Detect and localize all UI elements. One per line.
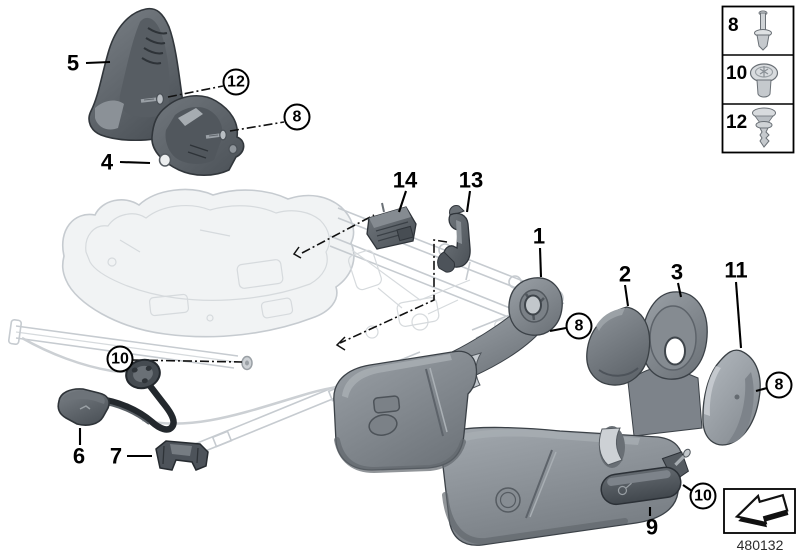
callout-7[interactable]: 7 — [110, 444, 122, 469]
callout-2[interactable]: 2 — [619, 262, 631, 287]
part-1-pivot-hole — [524, 294, 542, 316]
part-4-screw — [205, 129, 227, 141]
leader-2 — [623, 284, 630, 307]
svg-text:13: 13 — [459, 168, 483, 193]
svg-text:3: 3 — [671, 260, 683, 285]
part-11-lever-cover — [702, 349, 761, 446]
leader-8-part11 — [755, 386, 768, 393]
leader-part-13-mount — [335, 239, 448, 351]
callout-1[interactable]: 1 — [533, 224, 545, 249]
callout-circled-10-right[interactable]: 10 — [689, 482, 717, 510]
svg-text:8: 8 — [293, 109, 302, 126]
part-13-bracket — [437, 205, 471, 273]
svg-text:5: 5 — [67, 51, 79, 76]
frame-pivot-bolt — [241, 355, 253, 371]
part-6-handle-assembly — [57, 358, 177, 433]
callout-6[interactable]: 6 — [73, 444, 85, 469]
svg-text:8: 8 — [775, 377, 784, 394]
callout-circled-12[interactable]: 12 — [222, 68, 250, 96]
svg-text:10: 10 — [726, 63, 747, 84]
leader-13 — [465, 190, 472, 213]
svg-text:2: 2 — [619, 262, 631, 287]
callout-13[interactable]: 13 — [459, 168, 483, 193]
svg-text:6: 6 — [73, 444, 85, 469]
part-3-lever-hole — [664, 336, 686, 366]
leader-8-part1 — [549, 326, 567, 333]
callout-3[interactable]: 3 — [671, 260, 683, 285]
part-1-side-trim — [333, 277, 563, 474]
part-5-screw — [140, 93, 165, 105]
part-3-side-trim — [441, 291, 708, 546]
callout-circled-8-right[interactable]: 8 — [765, 371, 793, 399]
svg-text:1: 1 — [533, 224, 545, 249]
svg-text:8: 8 — [728, 15, 739, 36]
leader-3 — [676, 282, 683, 298]
direction-arrow-icon — [734, 493, 789, 528]
fastener-legend: 8 10 12 — [721, 5, 795, 154]
part-7-clip — [155, 440, 209, 471]
callout-14[interactable]: 14 — [393, 168, 418, 193]
leader-8-circled-top — [229, 121, 285, 132]
part-4-bracket-cover — [151, 94, 245, 177]
callout-5[interactable]: 5 — [67, 51, 79, 76]
leader-14 — [398, 190, 407, 213]
callout-11[interactable]: 11 — [724, 258, 747, 283]
svg-text:8: 8 — [575, 318, 584, 335]
svg-text:12: 12 — [726, 112, 747, 133]
part-5-trim-cap — [88, 7, 186, 141]
callout-4[interactable]: 4 — [101, 150, 114, 175]
part-6-pivot-rosette — [125, 358, 161, 390]
leader-part-14-mount — [292, 214, 375, 259]
svg-text:11: 11 — [724, 258, 747, 283]
drawing-number: 480132 — [737, 537, 784, 553]
leader-12-circled — [167, 85, 224, 98]
svg-text:7: 7 — [110, 444, 122, 469]
leader-5 — [85, 60, 111, 65]
expanding-rivet-icon — [752, 107, 776, 148]
callout-circled-8-top[interactable]: 8 — [283, 103, 311, 131]
legend-row-10: 10 — [726, 63, 779, 98]
footnote-box: 480132 — [723, 488, 796, 553]
legend-row-8: 8 — [728, 10, 772, 51]
callout-9[interactable]: 9 — [646, 515, 658, 540]
pan-head-screw-icon — [749, 63, 779, 98]
svg-text:12: 12 — [227, 74, 245, 91]
part-14-module — [366, 202, 417, 250]
part-6-cap — [57, 388, 110, 426]
svg-text:4: 4 — [101, 150, 114, 175]
legend-row-12: 12 — [726, 107, 776, 148]
part-2-cap — [586, 306, 651, 386]
leader-4 — [119, 160, 151, 165]
expansion-rivet-icon — [754, 10, 772, 51]
part-9-screw — [674, 448, 691, 467]
leader-11 — [734, 281, 743, 349]
svg-text:9: 9 — [646, 515, 658, 540]
leader-1 — [538, 247, 543, 278]
callout-circled-8-mid[interactable]: 8 — [565, 312, 593, 340]
leader-10-part9 — [682, 484, 693, 492]
svg-text:10: 10 — [694, 488, 712, 505]
callout-circled-10-left[interactable]: 10 — [106, 345, 134, 373]
part-9-lever — [600, 448, 691, 506]
svg-text:10: 10 — [111, 351, 129, 368]
svg-text:14: 14 — [393, 168, 418, 193]
